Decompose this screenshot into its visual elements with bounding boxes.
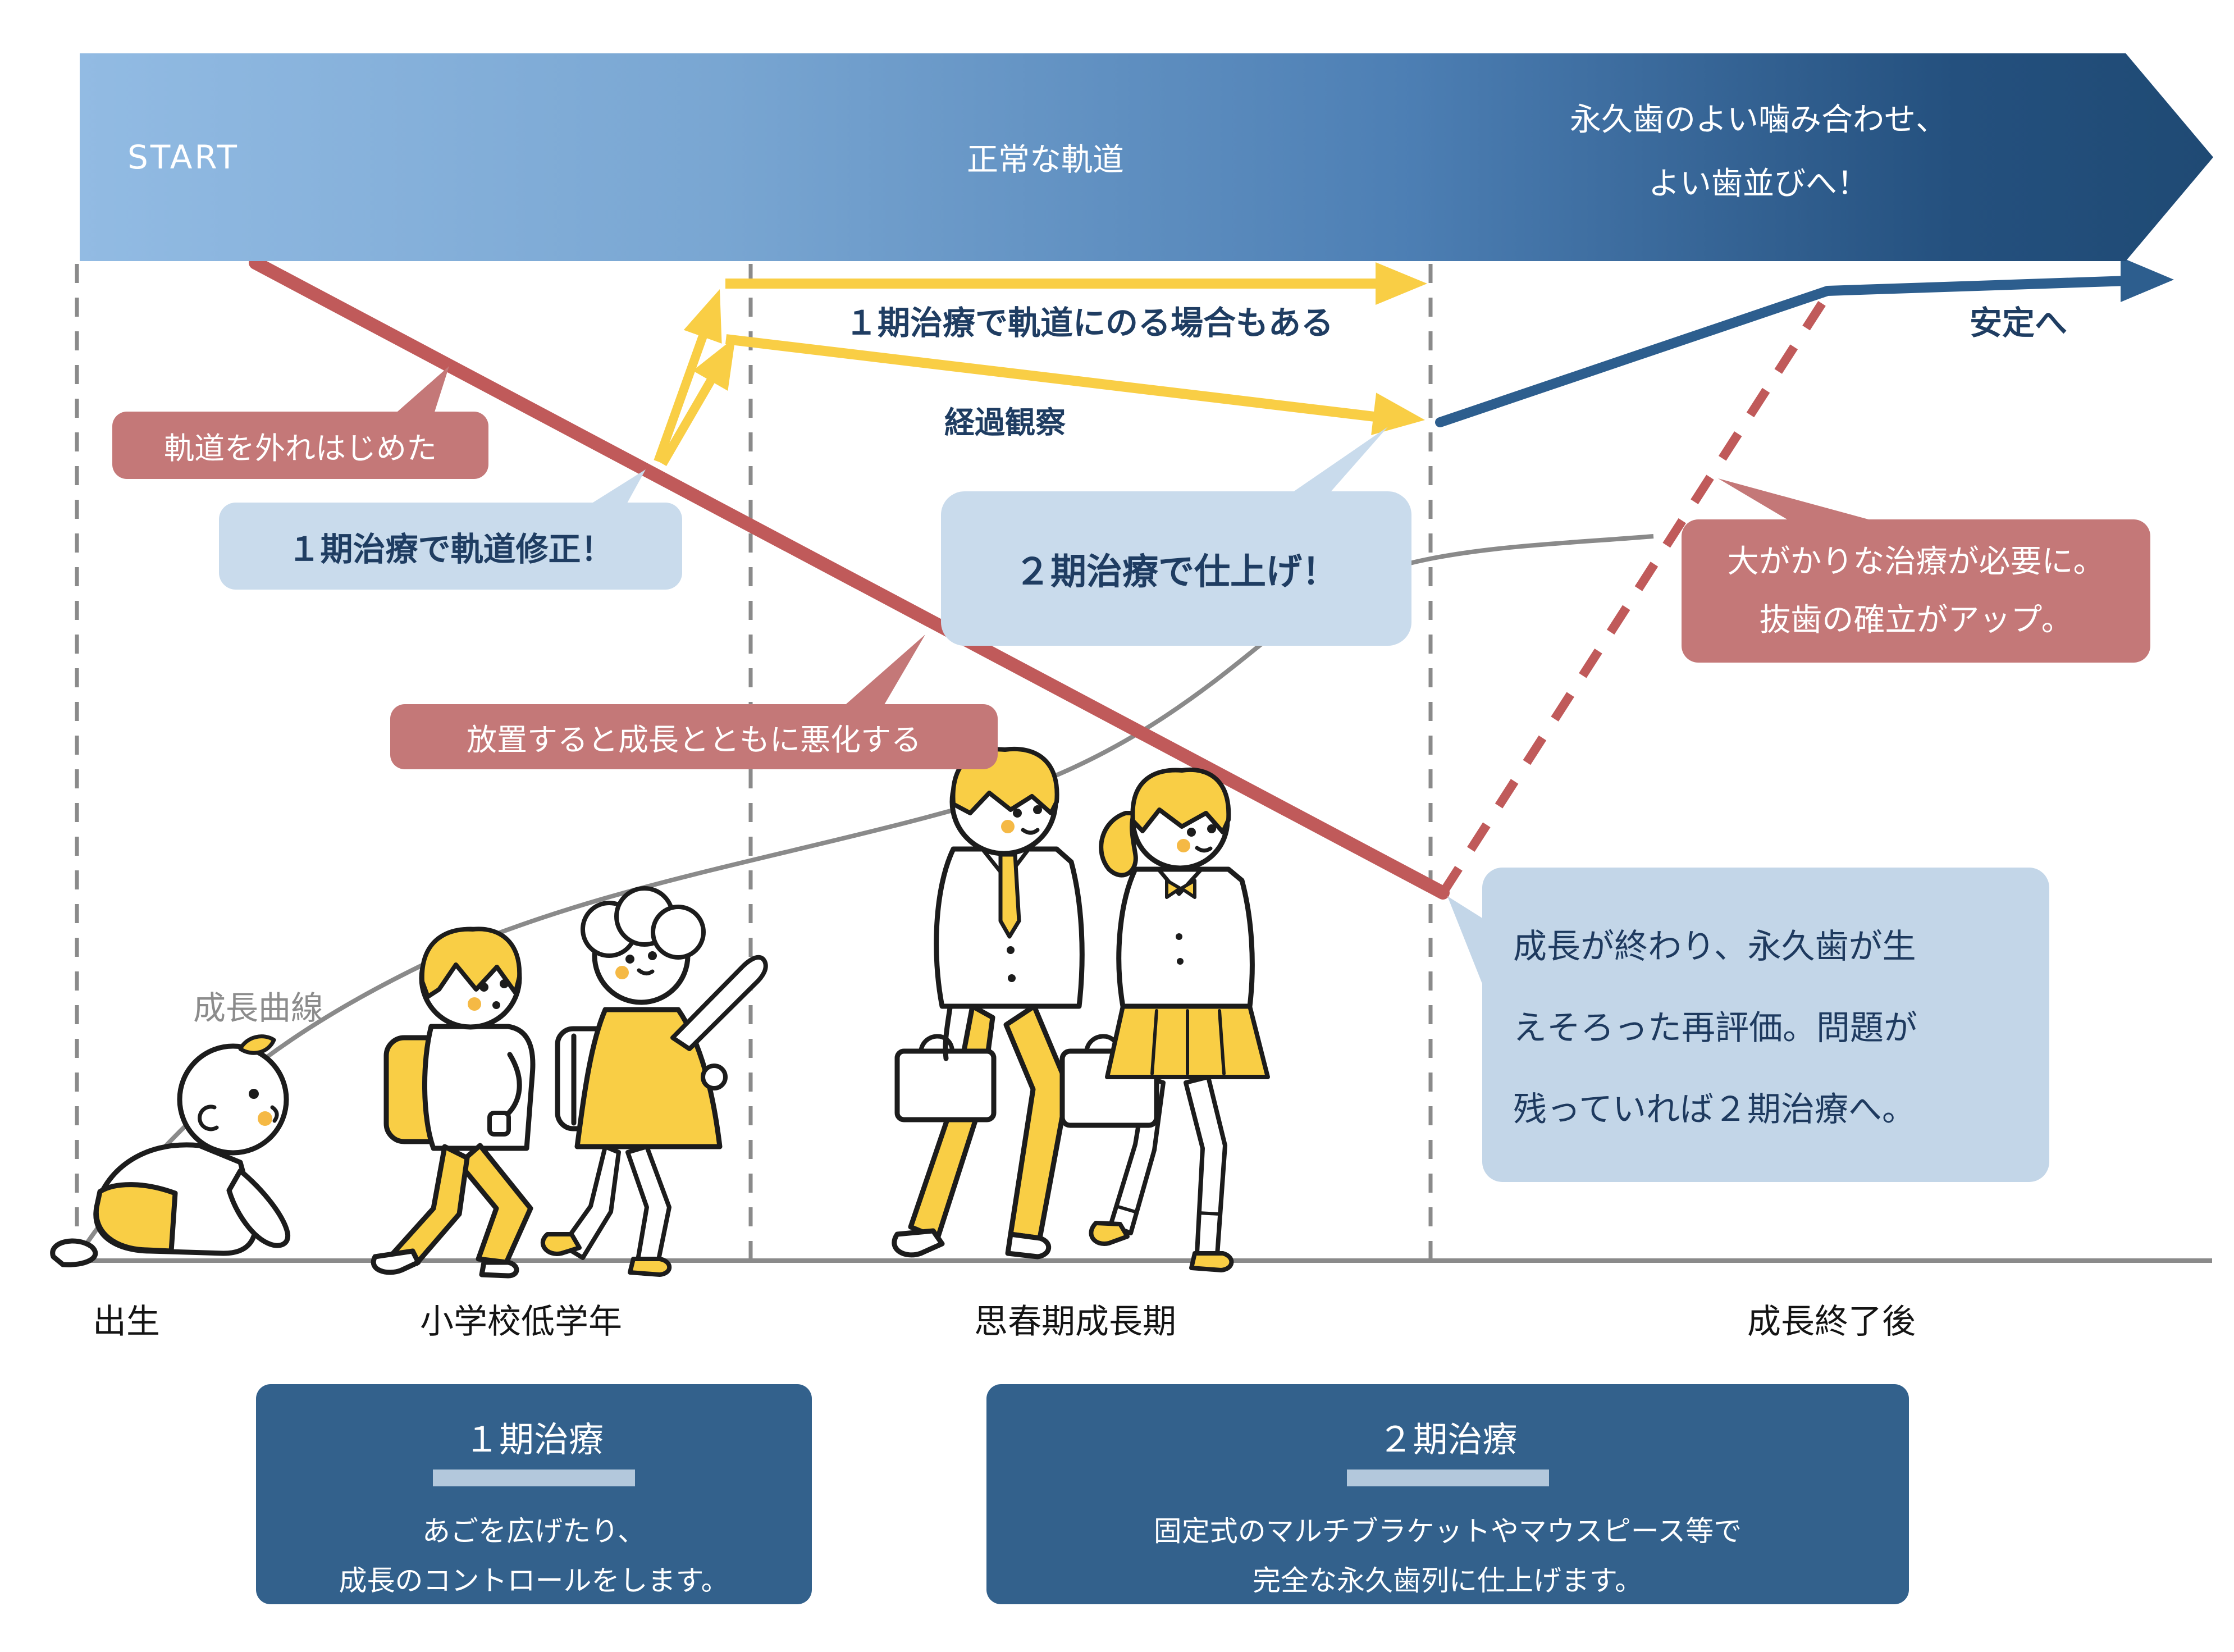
phase1-title-underline — [433, 1470, 635, 1486]
reevaluation-box: 成長が終わり、永久歯が生 えそろった再評価。問題が 残っていれば２期治療へ。 — [1482, 868, 2049, 1182]
phase1-box-line1: あごを広げたり、 — [422, 1515, 646, 1548]
observation-arrow-shaft — [725, 334, 1376, 422]
stability-arrowhead-icon — [2121, 257, 2174, 302]
phase2-bubble-tail — [1286, 427, 1388, 497]
phase2-box: ２期治療 固定式のマルチブラケットやマウスピース等で 完全な永久歯列に仕上げます… — [986, 1384, 1909, 1604]
reeval-box-tail — [1447, 896, 1487, 995]
phase1-fix-bubble: １期治療で軌道修正！ — [219, 503, 682, 590]
phase2-title-underline — [1346, 1470, 1549, 1486]
reeval-line3: 残っていれば２期治療へ。 — [1513, 1089, 1916, 1129]
stability-line — [1435, 276, 2133, 427]
normal-track-label: 正常な軌道 — [967, 142, 1124, 179]
offtrack-bubble: 軌道を外れはじめた — [112, 412, 488, 479]
phase2-box-line2: 完全な永久歯列に仕上げます。 — [1253, 1564, 1643, 1597]
reeval-line2: えそろった再評価。問題が — [1513, 1008, 1917, 1048]
baby-illustration — [50, 1034, 291, 1267]
growth-curve-label: 成長曲線 — [193, 989, 323, 1027]
elementary-girl-illustration — [540, 886, 768, 1277]
ontrack-arrowhead-icon — [1376, 262, 1427, 305]
phase1-arrows — [654, 262, 1427, 467]
observation-arrowhead-icon — [1371, 393, 1425, 435]
phase1-case-label: １期治療で軌道にのる場合もある — [844, 304, 1333, 342]
elementary-boy-illustration — [371, 927, 536, 1279]
major-treatment-bubble: 大がかりな治療が必要に。 抜歯の確立がアップ。 — [1682, 519, 2150, 663]
phase2-box-line1: 固定式のマルチブラケットやマウスピース等で — [1153, 1515, 1742, 1548]
phase1fix-bubble-tail — [584, 469, 646, 508]
axis-label-adolescence: 思春期成長期 — [974, 1302, 1176, 1341]
phase2-box-title: ２期治療 — [1378, 1419, 1518, 1460]
teen-boy-illustration — [892, 747, 1085, 1259]
phase1-box-line2: 成長のコントロールをします。 — [339, 1564, 729, 1597]
timeline-banner-arrow: START 正常な軌道 永久歯のよい噛み合わせ、 よい歯並びへ！ — [80, 53, 2213, 261]
illustrations — [50, 747, 1270, 1279]
goal-line2: よい歯並びへ！ — [1648, 166, 1868, 202]
baby-blush — [258, 1111, 272, 1126]
late-treatment-dashed-line — [1439, 292, 1831, 896]
major-treatment-line2: 抜歯の確立がアップ。 — [1759, 601, 2073, 638]
phase1-box: １期治療 あごを広げたり、 成長のコントロールをします。 — [256, 1384, 812, 1604]
goal-line1: 永久歯のよい噛み合わせ、 — [1570, 102, 1947, 138]
start-label: START — [127, 138, 239, 176]
stability-label: 安定へ — [1969, 304, 2067, 342]
phase1-up-arrowhead2-icon — [692, 337, 735, 391]
reeval-line1: 成長が終わり、永久歯が生 — [1513, 927, 1916, 966]
neglect-bubble-tail — [842, 635, 925, 708]
growth-curve — [76, 534, 1654, 1257]
phase1-up-arrowhead-icon — [683, 289, 722, 344]
deviation-line — [249, 256, 1450, 900]
follow-up-label: 経過観察 — [944, 405, 1066, 440]
axis-label-after-growth: 成長終了後 — [1747, 1302, 1916, 1341]
major-treatment-line1: 大がかりな治療が必要に。 — [1727, 543, 2105, 580]
goal-label: 永久歯のよい噛み合わせ、 よい歯並びへ！ — [1517, 88, 2000, 216]
axis-label-elementary: 小学校低学年 — [420, 1302, 622, 1341]
phase2-finish-bubble: ２期治療で仕上げ！ — [941, 491, 1411, 646]
axis-label-birth: 出生 — [93, 1302, 160, 1341]
phase1-up-arrow-shaft — [654, 330, 709, 463]
teen-girl-illustration — [1059, 767, 1270, 1272]
offtrack-bubble-tail — [393, 366, 449, 416]
phase1-box-title: １期治療 — [464, 1419, 604, 1460]
neglect-bubble: 放置すると成長とともに悪化する — [390, 704, 998, 769]
major-bubble-tail — [1718, 478, 1889, 525]
